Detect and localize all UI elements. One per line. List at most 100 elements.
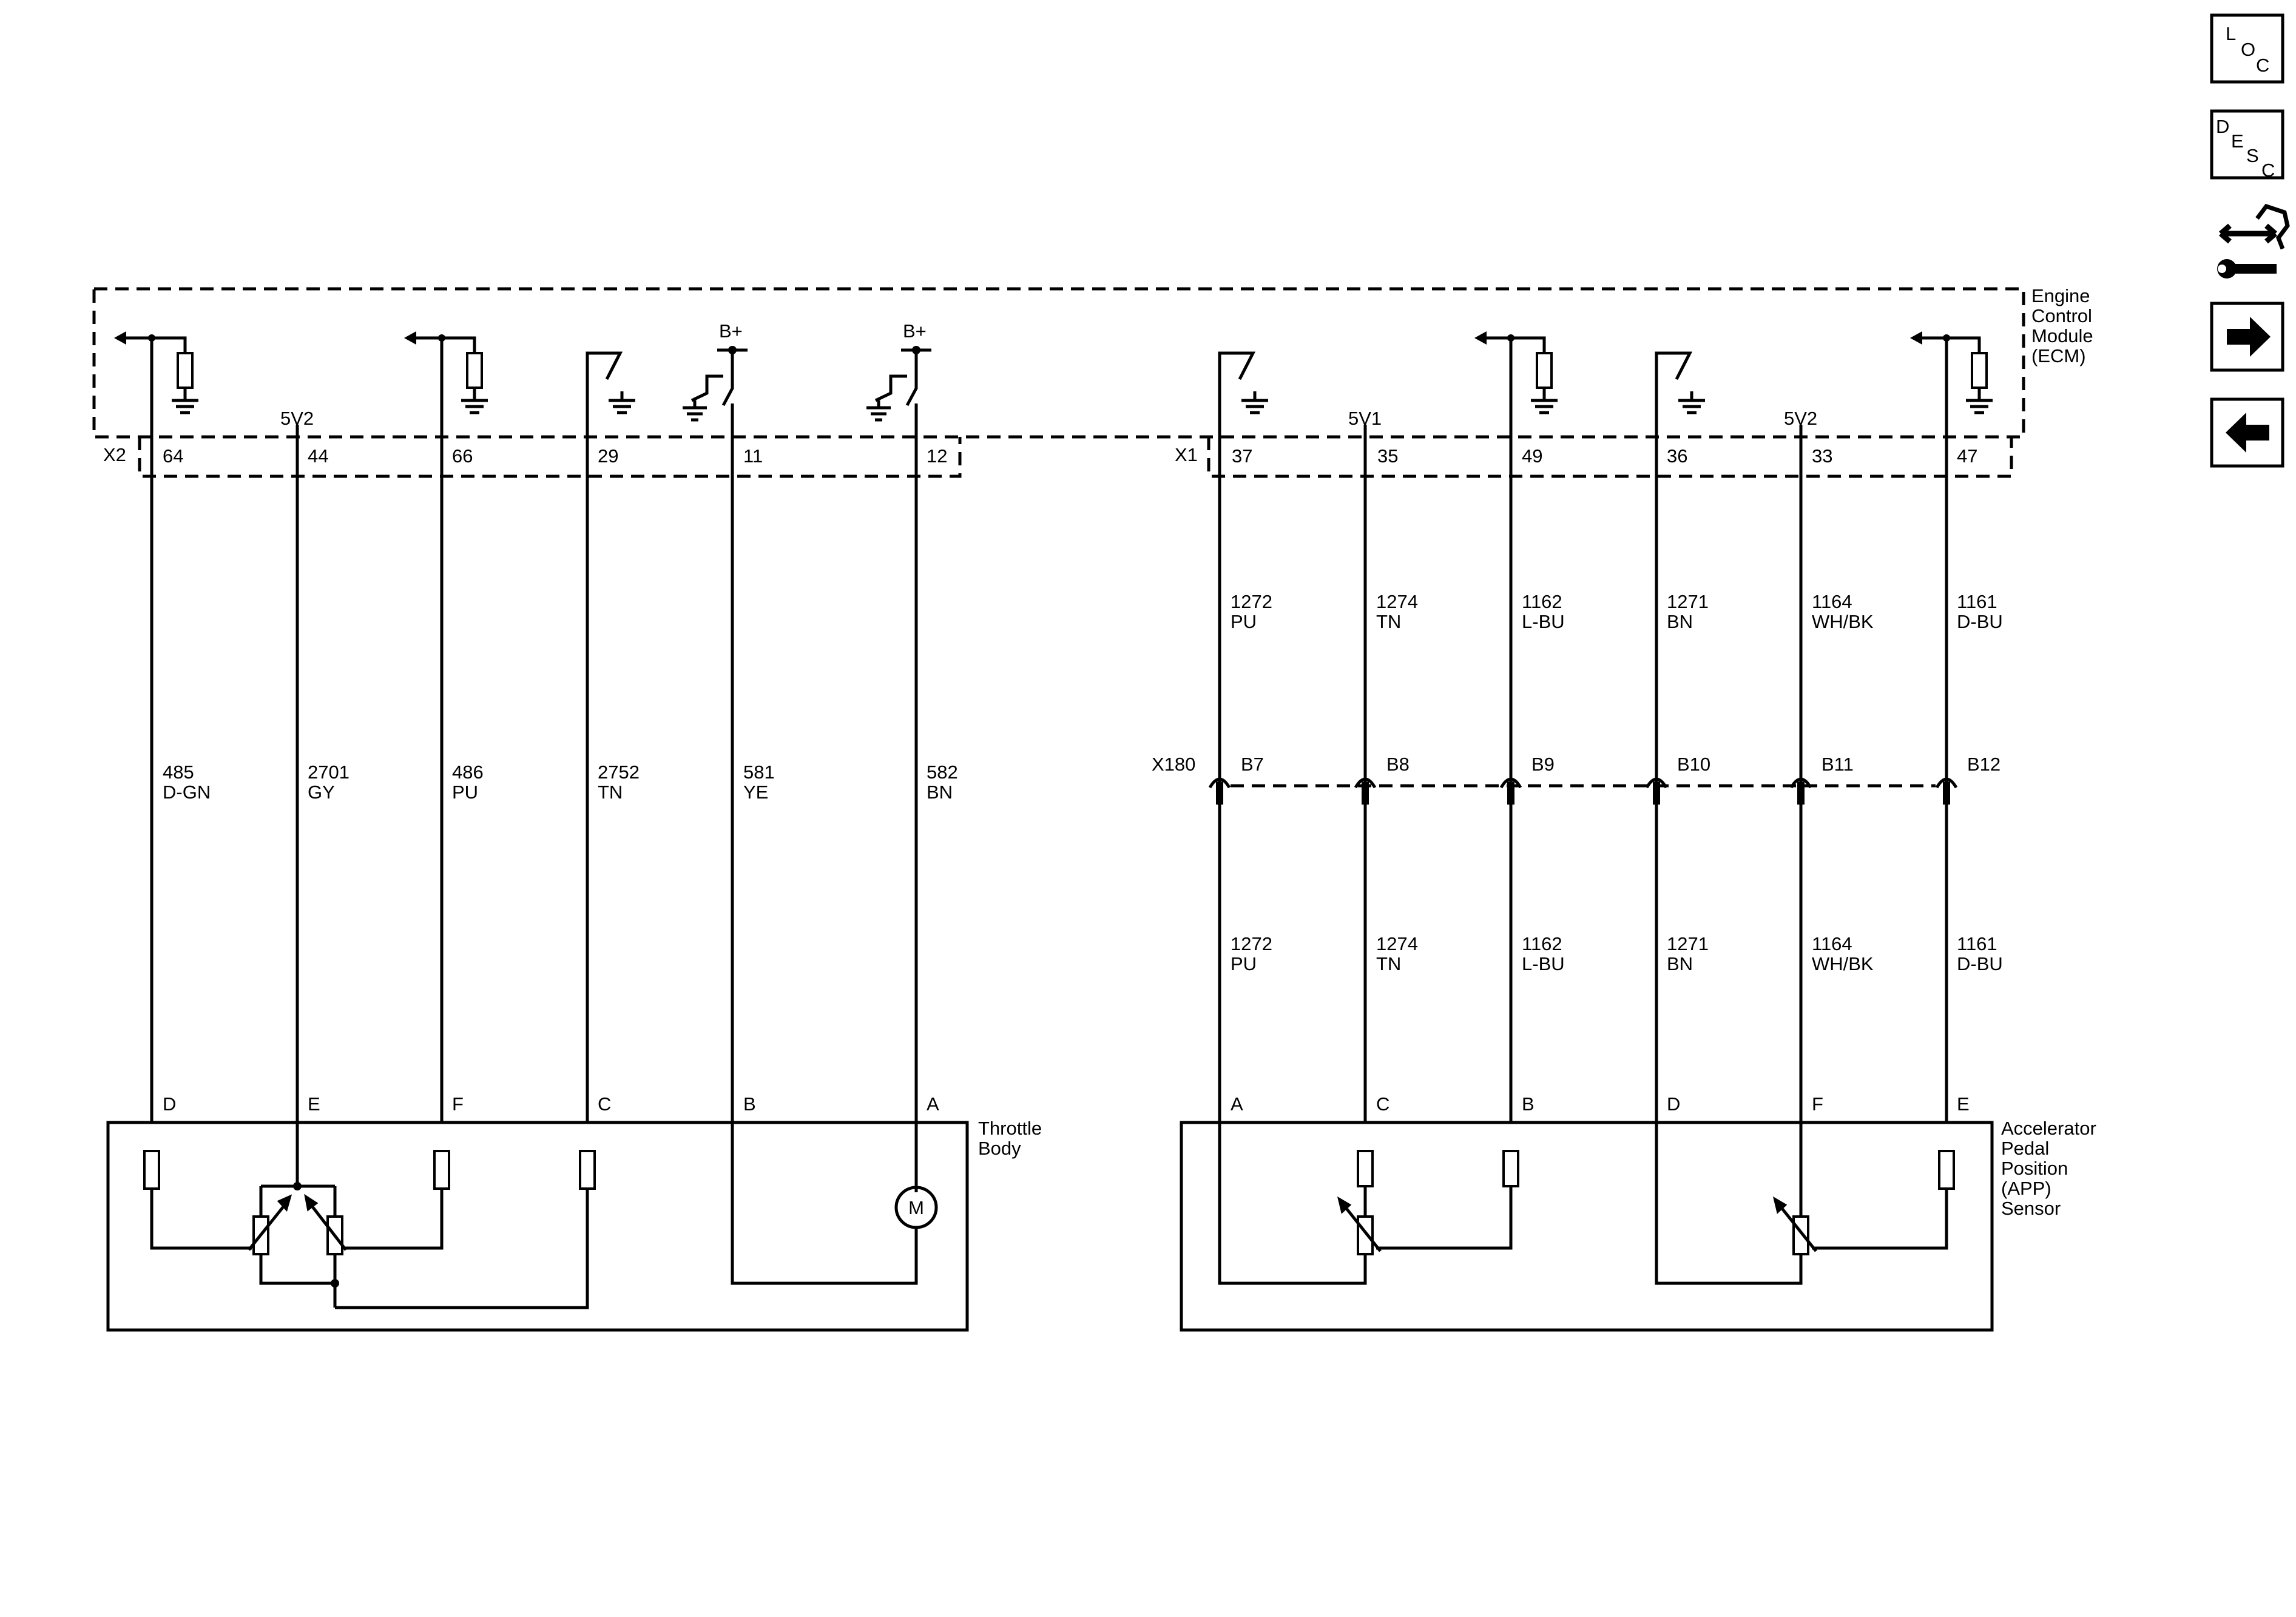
wire-2752-color: TN [598,781,623,803]
wire-1274-color-upper: TN [1376,611,1401,632]
ecm-label-1: Engine [2031,285,2090,306]
connector-x180: X180 B7 B8 B9 B10 B11 B12 [1152,754,2001,805]
arrow-left-icon [114,331,126,345]
battery-label-1: B+ [719,320,743,342]
x2-pin-66: 66 [452,445,473,467]
connector-tool-button[interactable] [2217,203,2290,279]
desc-letter-c: C [2261,160,2275,181]
battery-label-2: B+ [903,320,927,342]
app-pin-f: F [1812,1093,1823,1115]
x1-pin-37: 37 [1232,445,1252,467]
x2-pin-44: 44 [308,445,328,467]
ecm-pulldown-circuits [114,331,1993,414]
ecm-label-3: Module [2031,325,2093,346]
side-toolbar: L O C D E S C [2210,13,2290,468]
x180-pin-b10: B10 [1677,754,1710,775]
x180-pin-b12: B12 [1967,754,2001,775]
wire-1164-circuit-lower: 1164 [1812,933,1852,954]
wire-1274-color-lower: TN [1376,953,1401,974]
ecm-label-4: (ECM) [2031,345,2086,366]
wire-1271-color-lower: BN [1667,953,1693,974]
wire-1162-color-lower: L-BU [1522,953,1565,974]
x1-pin-33: 33 [1812,445,1832,467]
x1-pin-47: 47 [1957,445,1977,467]
loc-letter-c: C [2256,55,2269,76]
wire-581-color: YE [743,781,768,803]
wire-1272-color-upper: PU [1231,611,1257,632]
x2-pin-64: 64 [163,445,183,467]
x180-pin-b7: B7 [1241,754,1264,775]
throttle-body-label-2: Body [978,1138,1021,1159]
motor-icon [894,1186,938,1229]
loc-letter-o: O [2241,39,2255,60]
app-pin-a: A [1231,1093,1243,1115]
arrow-left-icon [404,331,416,345]
tb-pin-d: D [163,1093,176,1115]
previous-button[interactable] [2210,397,2284,468]
ecm-label-2: Control [2031,305,2092,326]
wire-1274-circuit-upper: 1274 [1376,591,1418,612]
x2-pin-11: 11 [743,445,763,467]
wire-1162-color-upper: L-BU [1522,611,1565,632]
x180-pin-b11: B11 [1822,754,1854,775]
wire-485-circuit: 485 [163,761,194,783]
arrow-right-icon [2227,317,2271,357]
wire-486-color: PU [452,781,478,803]
wire-1164-circuit-upper: 1164 [1812,591,1852,612]
wire-1271-circuit-lower: 1271 [1667,933,1709,954]
app-pin-e: E [1957,1093,1970,1115]
tb-pin-a: A [927,1093,939,1115]
x180-pin-b8: B8 [1386,754,1410,775]
wire-1272-circuit-upper: 1272 [1231,591,1272,612]
wire-1161-color-lower: D-BU [1957,953,2003,974]
connector-x1: X1 37 35 49 36 33 47 [1175,437,2013,478]
wire-1164-color-lower: WH/BK [1812,953,1874,974]
wire-1162-circuit-lower: 1162 [1522,933,1562,954]
connector-x2: X2 64 44 66 29 11 12 [103,437,962,478]
desc-letter-e: E [2231,130,2244,152]
app-pin-c: C [1376,1093,1389,1115]
app-sensor-label-1: Accelerator [2001,1118,2096,1139]
wire-1161-circuit-lower: 1161 [1957,933,1997,954]
throttle-body-wires: 485 D-GN 2701 GY 486 PU 2752 TN 581 YE 5… [150,338,958,1122]
desc-button[interactable]: D E S C [2210,109,2284,181]
wire-1161-circuit-upper: 1161 [1957,591,1997,612]
tb-pin-e: E [308,1093,320,1115]
arrow-left-icon [1910,331,1922,345]
wire-486-circuit: 486 [452,761,484,783]
loc-button[interactable]: L O C [2210,13,2284,84]
ecm-switch-circuits [586,351,1705,437]
desc-letter-d: D [2216,116,2229,137]
wire-2752-circuit: 2752 [598,761,640,783]
connector-x1-label: X1 [1175,444,1198,465]
arrow-left-icon [1474,331,1487,345]
tb-pin-f: F [452,1093,464,1115]
wire-582-circuit: 582 [927,761,958,783]
app-pin-b: B [1522,1093,1535,1115]
wire-485-color: D-GN [163,781,211,803]
next-button[interactable] [2210,302,2284,372]
wire-1164-color-upper: WH/BK [1812,611,1874,632]
app-sensor-label-4: (APP) [2001,1178,2051,1199]
arrow-left-icon [2226,413,2269,453]
ecm-module: Engine Control Module (ECM) [92,285,2093,439]
desc-letter-s: S [2246,145,2259,166]
app-sensor-label-2: Pedal [2001,1138,2049,1159]
throttle-body: Throttle Body D E F C B A M [106,1093,1042,1332]
throttle-body-label-1: Throttle [978,1118,1042,1139]
tb-pin-c: C [598,1093,611,1115]
connector-tool-icon [2217,203,2290,279]
app-sensor-label-3: Position [2001,1158,2068,1179]
x2-pin-29: 29 [598,445,618,467]
loc-letter-l: L [2226,23,2236,44]
app-sensor: Accelerator Pedal Position (APP) Sensor … [1180,1093,2096,1332]
wire-2701-circuit: 2701 [308,761,349,783]
wire-1274-circuit-lower: 1274 [1376,933,1418,954]
wire-582-color: BN [927,781,953,803]
motor-label: M [908,1197,924,1218]
tb-pin-b: B [743,1093,756,1115]
wire-1272-color-lower: PU [1231,953,1257,974]
connector-x2-label: X2 [103,444,126,465]
x1-pin-35: 35 [1377,445,1398,467]
